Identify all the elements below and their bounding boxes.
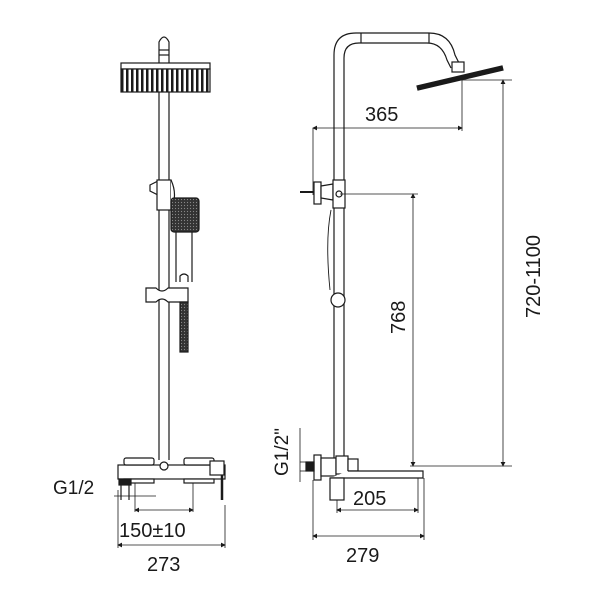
front-riser-pipe xyxy=(158,36,170,460)
front-inlet-thread-label: G1/2 xyxy=(53,478,94,499)
side-inlet-thread-label: G1/2" xyxy=(272,428,293,476)
side-riser-pipe xyxy=(333,32,461,460)
front-rain-head-grill xyxy=(120,68,211,93)
side-wall-flange xyxy=(313,454,322,481)
front-view xyxy=(117,36,226,500)
front-inlet-spacing-label: 150±10 xyxy=(119,520,186,542)
side-slide-ball xyxy=(330,292,346,308)
side-slide-height-label: 768 xyxy=(388,301,410,334)
front-total-width-label: 273 xyxy=(147,554,180,576)
side-head-reach-label: 365 xyxy=(365,104,398,126)
side-view xyxy=(300,32,504,501)
side-rain-head xyxy=(416,65,504,91)
side-spout xyxy=(330,470,424,479)
side-total-depth-label: 279 xyxy=(346,545,379,567)
front-slide-bracket xyxy=(145,287,189,303)
side-dimensions xyxy=(299,79,512,540)
front-mixer-body xyxy=(117,464,226,480)
side-spout-reach-label: 205 xyxy=(353,488,386,510)
front-hose xyxy=(179,301,189,353)
front-dimensions xyxy=(114,483,226,548)
side-height-range-label: 720-1100 xyxy=(523,235,545,318)
front-rain-head-top xyxy=(120,62,211,70)
front-hand-shower-head xyxy=(170,197,200,233)
